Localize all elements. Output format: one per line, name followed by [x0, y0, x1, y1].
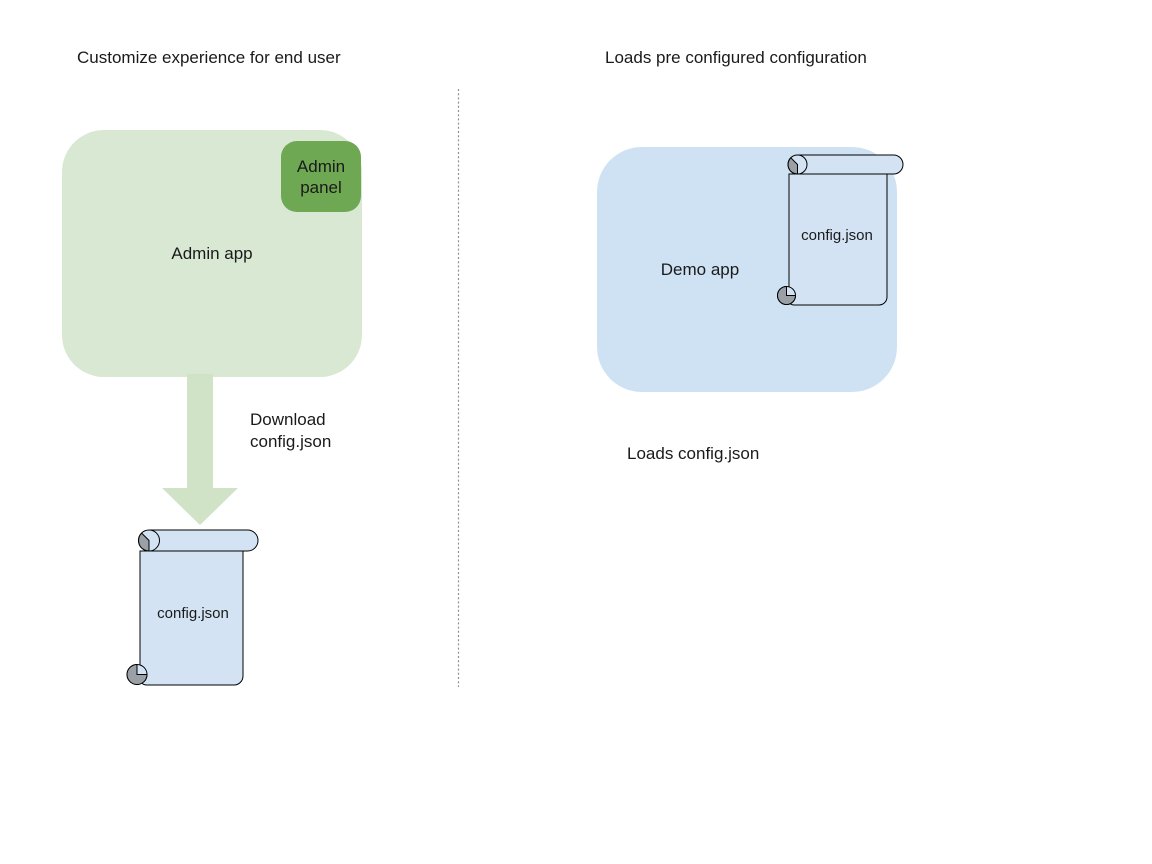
loads-config-caption: Loads config.json [627, 444, 760, 463]
config-json-label-left: config.json [157, 605, 229, 622]
right-section-title: Loads pre configured configuration [605, 48, 867, 67]
download-arrow-label: Download config.json [250, 410, 332, 451]
admin-panel-label: Admin panel [296, 156, 346, 197]
admin-panel-box: Admin panel [281, 141, 361, 212]
config-json-label-right: config.json [801, 227, 873, 244]
config-json-scroll-right-icon [777, 154, 904, 306]
left-section-title: Customize experience for end user [77, 48, 341, 67]
config-json-scroll-left-icon [126, 529, 259, 686]
admin-app-label: Admin app [171, 244, 253, 263]
admin-app-box: Admin app Admin panel [62, 130, 362, 377]
demo-app-label: Demo app [660, 260, 740, 279]
download-arrow-icon [162, 374, 238, 525]
